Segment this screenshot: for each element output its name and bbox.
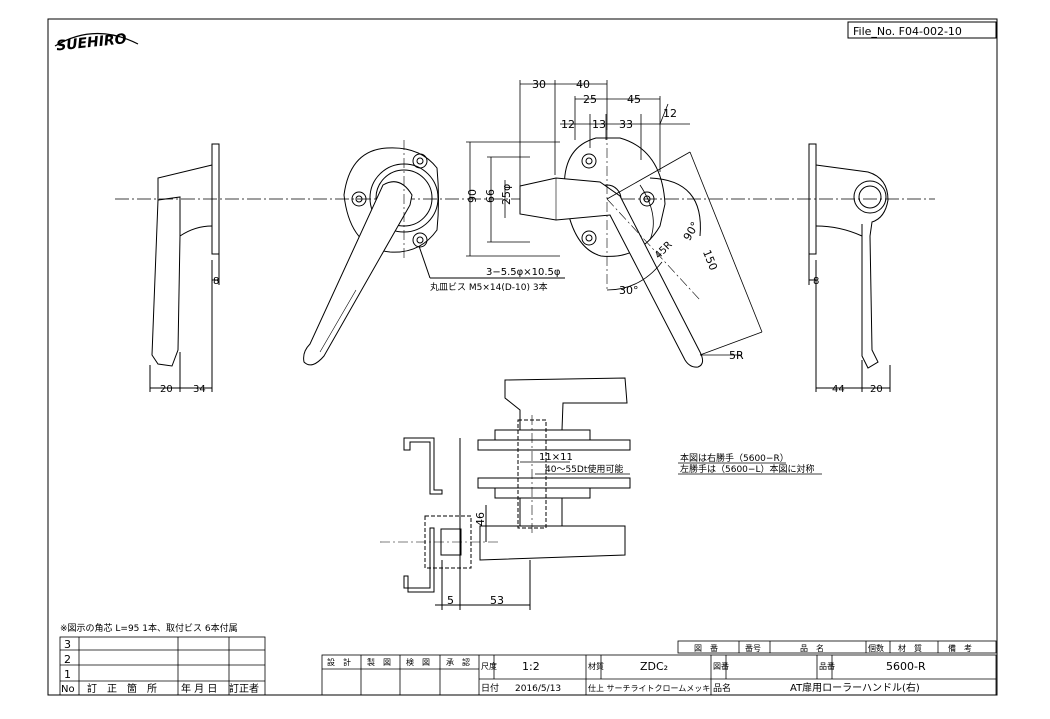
dim-left-8: 8 <box>213 276 219 287</box>
svg-text:2: 2 <box>64 653 71 666</box>
svg-text:44: 44 <box>832 384 845 395</box>
note-door: 40〜55Dt使用可能 <box>545 463 623 475</box>
note-right-hand: 本図は右勝手（5600−R） <box>680 452 789 464</box>
angle-dimensions <box>606 151 763 356</box>
svg-text:材 質: 材 質 <box>898 643 922 653</box>
svg-text:備 考: 備 考 <box>948 643 972 653</box>
section-notes <box>520 461 630 475</box>
svg-text:年 月 日: 年 月 日 <box>181 682 217 695</box>
svg-text:150: 150 <box>700 248 720 272</box>
date-value: 2016/5/13 <box>515 684 561 694</box>
svg-text:30: 30 <box>532 78 546 91</box>
front-view-left <box>303 140 439 366</box>
svg-text:12: 12 <box>561 118 575 131</box>
file-number-box: File_No. F04-002-10 <box>847 21 997 39</box>
svg-text:5: 5 <box>447 594 454 607</box>
svg-text:13: 13 <box>592 118 606 131</box>
svg-text:20: 20 <box>870 384 883 395</box>
svg-text:46: 46 <box>474 512 487 526</box>
svg-text:8: 8 <box>813 276 819 287</box>
note-left-hand: 左勝手は（5600−L）本図に対称 <box>680 463 814 475</box>
parts-header <box>677 640 997 654</box>
dim-left-20: 20 <box>160 384 173 395</box>
scale-value: 1:2 <box>522 660 540 673</box>
part-number: 5600-R <box>886 660 926 673</box>
svg-text:90°: 90° <box>681 220 702 243</box>
material-value: ZDC₂ <box>640 660 668 673</box>
svg-text:5R: 5R <box>729 349 744 362</box>
svg-text:45R: 45R <box>653 239 675 261</box>
drawing-border <box>47 18 998 696</box>
svg-text:3−5.5φ×10.5φ: 3−5.5φ×10.5φ <box>486 267 561 278</box>
accessory-note: ※図示の角芯 L=95 1本、取付ビス 6本付属 <box>60 622 238 634</box>
svg-text:図番: 図番 <box>713 661 729 671</box>
svg-text:訂 正 箇 所: 訂 正 箇 所 <box>87 682 157 695</box>
svg-text:検 図: 検 図 <box>406 657 430 667</box>
svg-text:丸皿ビス M5×14(D-10) 3本: 丸皿ビス M5×14(D-10) 3本 <box>430 281 548 293</box>
left-side-view <box>149 143 220 392</box>
svg-text:承 認: 承 認 <box>446 657 470 667</box>
svg-text:1: 1 <box>64 668 71 681</box>
svg-text:製 図: 製 図 <box>367 657 391 667</box>
svg-text:12: 12 <box>663 107 677 120</box>
svg-text:SUEHIRO: SUEHIRO <box>55 31 127 54</box>
section-view <box>380 377 631 610</box>
right-side-view <box>808 143 891 392</box>
svg-text:訂正者: 訂正者 <box>229 682 259 695</box>
svg-text:66: 66 <box>484 189 497 203</box>
svg-text:No: No <box>61 684 75 695</box>
front-view-right <box>519 130 704 368</box>
svg-text:45: 45 <box>627 93 641 106</box>
svg-text:3: 3 <box>64 638 71 651</box>
dim-left-34: 34 <box>193 384 206 395</box>
svg-text:40: 40 <box>576 78 590 91</box>
svg-text:品 名: 品 名 <box>800 643 824 653</box>
top-dimensions <box>519 80 690 190</box>
svg-text:品名: 品名 <box>713 682 731 694</box>
revision-table <box>59 636 266 696</box>
product-name: AT扉用ローラーハンドル(右) <box>790 681 920 694</box>
svg-text:90: 90 <box>466 189 479 203</box>
svg-text:品番: 品番 <box>819 661 835 671</box>
svg-text:番号: 番号 <box>745 643 761 653</box>
svg-text:日付: 日付 <box>481 683 499 694</box>
svg-text:53: 53 <box>490 594 504 607</box>
svg-text:設 計: 設 計 <box>327 657 351 667</box>
vertical-dimensions <box>466 141 560 257</box>
svg-text:材質: 材質 <box>588 661 604 671</box>
hole-note: 3−5.5φ×10.5φ 丸皿ビス M5×14(D-10) 3本 <box>418 245 565 293</box>
svg-text:30°: 30° <box>619 284 639 297</box>
svg-text:個数: 個数 <box>868 643 884 653</box>
hand-notes <box>678 462 822 475</box>
suehiro-logo: SUEHIRO <box>54 31 139 55</box>
finish-value: 仕上 サーチライトクロームメッキ <box>588 683 710 693</box>
note-square: 11×11 <box>539 452 573 463</box>
title-block <box>321 654 997 696</box>
file-number: File_No. F04-002-10 <box>853 25 962 38</box>
svg-text:33: 33 <box>619 118 633 131</box>
svg-text:25: 25 <box>583 93 597 106</box>
svg-text:尺度: 尺度 <box>481 661 497 671</box>
svg-text:図 番: 図 番 <box>694 643 718 653</box>
svg-text:25φ: 25φ <box>500 184 513 205</box>
